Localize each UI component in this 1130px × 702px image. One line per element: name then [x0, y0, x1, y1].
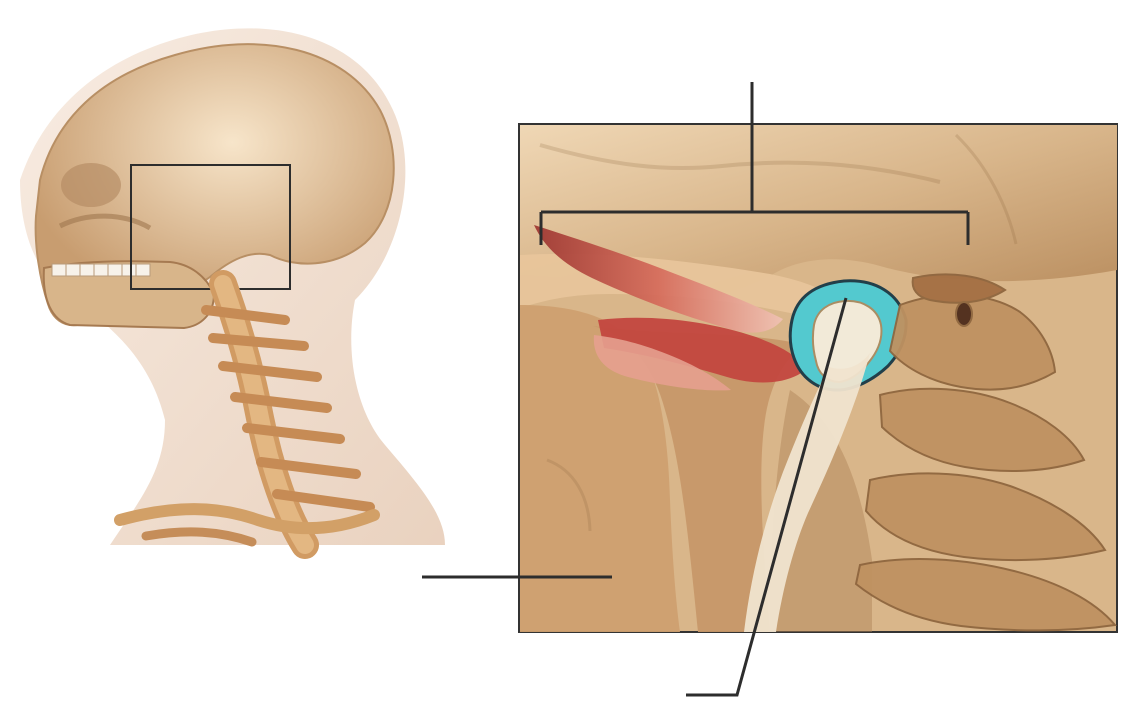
- teeth: [52, 264, 150, 276]
- left-head-neck-illustration: [20, 28, 445, 545]
- eye-socket: [61, 163, 121, 207]
- right-closeup-illustration: [519, 124, 1117, 632]
